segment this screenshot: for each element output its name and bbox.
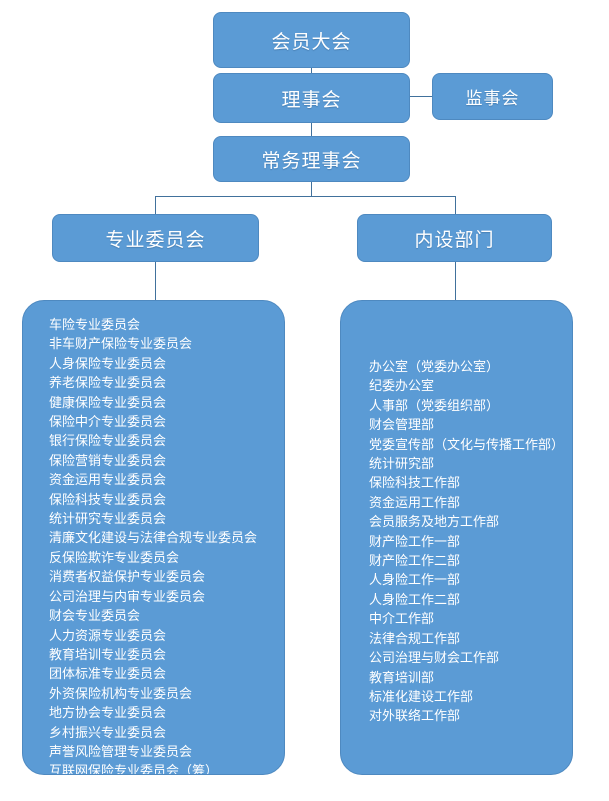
list-item: 财会管理部: [369, 417, 435, 433]
list-item: 保险营销专业委员会: [49, 452, 167, 468]
list-item: 保险科技专业委员会: [49, 491, 167, 507]
connector-committees-list: [155, 262, 156, 302]
node-professional-committees-label: 专业委员会: [105, 229, 206, 251]
list-item: 办公室（党委办公室）: [369, 359, 500, 374]
list-item: 会员服务及地方工作部: [369, 514, 500, 530]
list-item: 统计研究部: [369, 456, 435, 472]
node-council[interactable]: 理事会: [213, 73, 410, 123]
node-supervisory[interactable]: 监事会: [432, 73, 553, 120]
node-standing-council-label: 常务理事会: [261, 150, 362, 172]
list-item: 人身保险专业委员会: [49, 355, 167, 371]
connector-council-standing: [311, 123, 312, 137]
node-internal-departments-label: 内设部门: [414, 229, 495, 251]
professional-committee-list: 车险专业委员会非车财产保险专业委员会人身保险专业委员会养老保险专业委员会健康保险…: [49, 315, 274, 775]
list-item: 标准化建设工作部: [369, 688, 474, 704]
list-item: 非车财产保险专业委员会: [49, 336, 193, 352]
connector-branch-right: [455, 196, 456, 214]
list-item: 人身险工作二部: [369, 591, 461, 607]
list-item: 财产险工作二部: [369, 553, 461, 569]
list-item: 中介工作部: [369, 611, 435, 627]
list-item: 教育培训部: [369, 669, 435, 685]
list-item: 车险专业委员会: [49, 317, 141, 332]
list-item: 教育培训专业委员会: [49, 646, 167, 662]
list-item: 银行保险专业委员会: [49, 433, 167, 449]
list-item: 人身险工作一部: [369, 572, 461, 588]
node-council-label: 理事会: [281, 89, 342, 111]
list-item: 人力资源专业委员会: [49, 627, 167, 643]
connector-branch-bar: [155, 196, 456, 197]
list-item: 对外联络工作部: [369, 708, 461, 724]
list-item: 乡村振兴专业委员会: [49, 724, 167, 740]
list-item: 保险中介专业委员会: [49, 414, 167, 430]
node-internal-departments[interactable]: 内设部门: [357, 214, 552, 262]
list-item: 资金运用专业委员会: [49, 472, 167, 488]
list-item: 反保险欺诈专业委员会: [49, 549, 180, 565]
list-item: 公司治理与内审专业委员会: [49, 588, 206, 604]
list-item: 养老保险专业委员会: [49, 375, 167, 391]
list-item: 统计研究专业委员会: [49, 511, 167, 527]
professional-committee-panel: 车险专业委员会非车财产保险专业委员会人身保险专业委员会养老保险专业委员会健康保险…: [22, 300, 285, 775]
connector-departments-list: [455, 262, 456, 302]
connector-assembly-council: [311, 68, 312, 74]
node-professional-committees[interactable]: 专业委员会: [52, 214, 259, 262]
internal-department-panel: 办公室（党委办公室） 纪委办公室人事部（党委组织部） 财会管理部党委宣传部（文化与传…: [340, 300, 573, 775]
list-item: 清廉文化建设与法律合规专业委员会: [49, 530, 258, 546]
node-assembly[interactable]: 会员大会: [213, 12, 410, 68]
node-supervisory-label: 监事会: [465, 89, 520, 108]
list-item: 党委宣传部（文化与传播工作部）: [369, 436, 565, 452]
list-item: 财产险工作一部: [369, 533, 461, 549]
internal-department-list: 办公室（党委办公室） 纪委办公室人事部（党委组织部） 财会管理部党委宣传部（文化与传…: [369, 357, 565, 726]
list-item: 纪委办公室: [369, 378, 435, 394]
connector-standing-stem: [311, 182, 312, 196]
list-item: 健康保险专业委员会: [49, 394, 167, 410]
node-assembly-label: 会员大会: [271, 31, 352, 53]
list-item: 团体标准专业委员会: [49, 666, 167, 682]
connector-council-supervisory: [410, 96, 432, 97]
list-item: 保险科技工作部: [369, 475, 461, 491]
list-item: 人事部（党委组织部）: [369, 397, 500, 413]
list-item: 消费者权益保护专业委员会: [49, 569, 206, 585]
list-item: 声誉风险管理专业委员会: [49, 743, 193, 759]
list-item: 互联网保险专业委员会（筹）: [49, 763, 219, 775]
list-item: 地方协会专业委员会: [49, 705, 167, 721]
node-standing-council[interactable]: 常务理事会: [213, 136, 410, 182]
connector-branch-left: [155, 196, 156, 214]
list-item: 法律合规工作部: [369, 630, 461, 646]
list-item: 外资保险机构专业委员会: [49, 685, 193, 701]
list-item: 财会专业委员会: [49, 608, 141, 624]
list-item: 公司治理与财会工作部: [369, 650, 500, 666]
list-item: 资金运用工作部: [369, 494, 461, 510]
